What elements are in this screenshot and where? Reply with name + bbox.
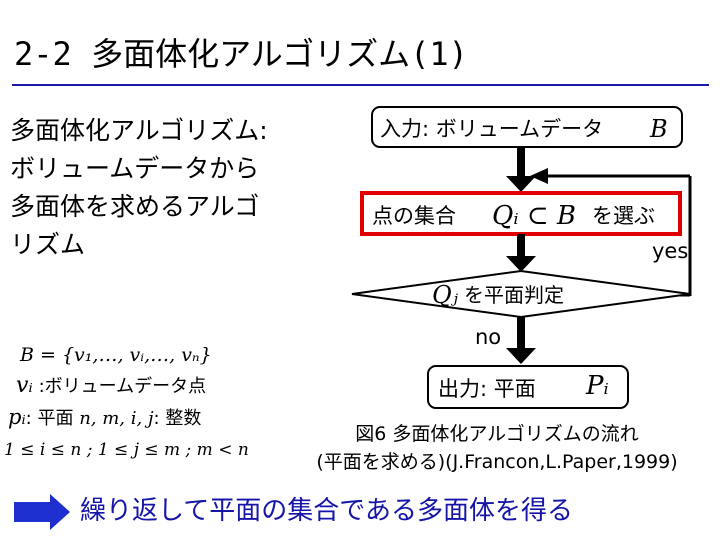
integer-label: : 整数 [153,408,202,429]
input-box [371,106,683,148]
algorithm-description: 多面体化アルゴリズム: ボリュームデータから 多面体を求めるアルゴ リズム [10,112,340,264]
description-line-4: リズム [10,230,86,259]
p-variable: pᵢ [8,405,26,429]
decision-label: を平面判定 [464,283,564,307]
input-to-select-arrowhead [506,176,536,192]
decision-to-output-arrowhead [506,348,536,364]
select-to-decision-arrowhead [506,256,536,272]
v-definition: vᵢ :ボリュームデータ点 [16,372,206,398]
p-definition: pᵢ: 平面 n, m, i, j: 整数 [8,404,201,430]
decision-variable: Qⱼ [432,281,459,309]
figure-caption-line-1: 図6 多面体化アルゴリズムの流れ [355,423,639,445]
figure-caption-line-2: (平面を求める)(J.Francon,L.Paper,1999) [316,451,678,473]
summary-arrow-icon [14,494,70,530]
plane-decision-diamond [351,269,691,319]
output-box [427,365,629,409]
select-label-1: 点の集合 [372,204,456,228]
v-variable: vᵢ [16,373,33,398]
output-variable: Pᵢ [585,371,609,401]
description-line-2: ボリュームデータから [10,154,260,183]
no-label: no [475,325,501,349]
select-formula: Qᵢ ⊂ B [492,201,576,231]
input-label: 入力: ボリュームデータ [380,117,603,141]
p-description: : 平面 [25,408,74,429]
index-variables: n, m, i, j [79,408,154,429]
set-b-definition: B = {v₁,…, vᵢ,…, vₙ} [20,344,212,366]
v-description: :ボリュームデータ点 [38,376,207,397]
description-line-1: 多面体化アルゴリズム: [10,116,268,145]
select-label-2: を選ぶ [592,204,655,228]
slide-title: 2-2 多面体化アルゴリズム(1) [14,35,468,73]
loop-arrowhead [530,168,548,184]
input-variable: B [649,115,668,143]
summary-statement: 繰り返して平面の集合である多面体を得る [80,496,573,526]
yes-label: yes [652,239,688,263]
description-line-3: 多面体を求めるアルゴ [10,192,260,221]
output-label: 出力: 平面 [438,377,536,401]
title-rule [12,84,709,86]
figure-caption: 図6 多面体化アルゴリズムの流れ (平面を求める)(J.Francon,L.Pa… [282,420,712,476]
index-constraints: 1 ≤ i ≤ n ; 1 ≤ j ≤ m ; m < n [4,440,249,460]
